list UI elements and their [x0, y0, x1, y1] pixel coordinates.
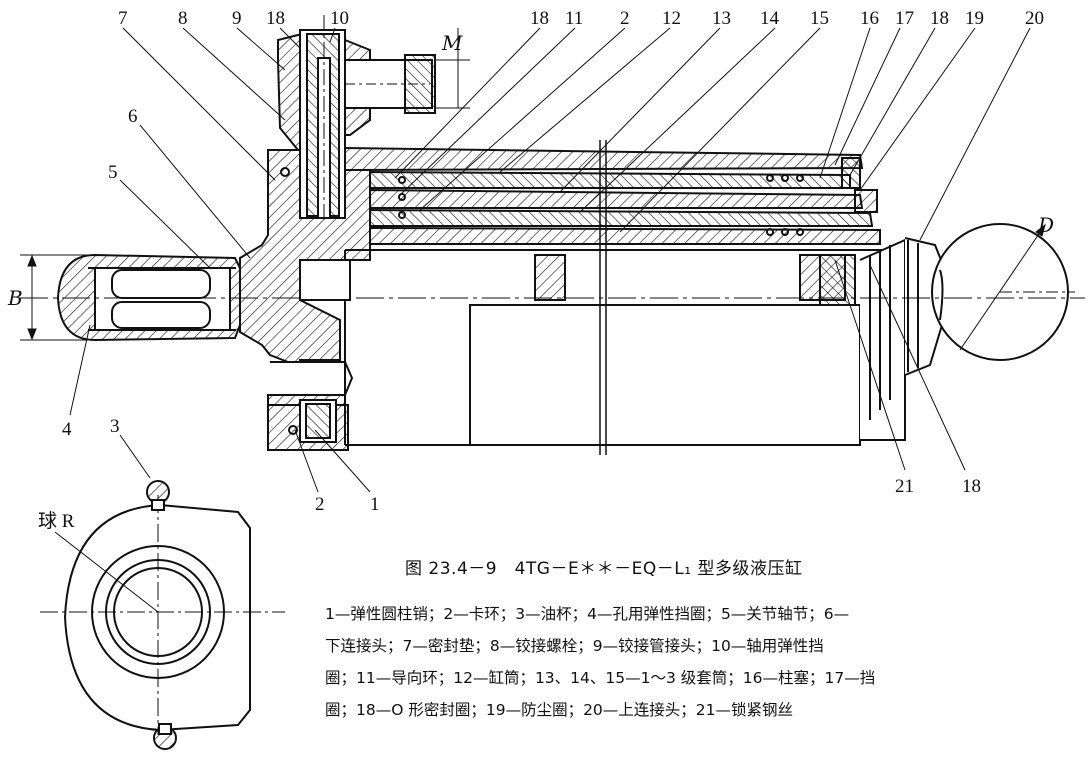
callout-top-12: 12 [662, 8, 681, 29]
callout-top-20: 20 [1025, 8, 1044, 29]
dim-label-b: B [7, 286, 23, 310]
dim-label-d: D [1037, 213, 1054, 237]
callout-bottom-21: 21 [895, 476, 914, 497]
piston-rod [469, 304, 861, 446]
legend-line-3: 圈；11—导向环；12—缸筒；13、14、15—1～3 级套筒；16—柱塞；17… [325, 669, 876, 687]
callout-left-4: 4 [62, 419, 72, 440]
callout-bottom-2: 2 [315, 494, 325, 515]
cylinder-body [20, 15, 1085, 455]
callout-top-2: 2 [620, 8, 630, 29]
legend-line-2: 下连接头；7—密封垫；8—铰接螺栓；9—铰接管接头；10—轴用弹性挡 [325, 637, 824, 655]
ball-radius-label: 球 R [38, 510, 75, 532]
callout-top-13: 13 [712, 8, 731, 29]
callout-top-8: 8 [178, 8, 188, 29]
callout-top-7: 7 [118, 8, 128, 29]
callout-top-11: 11 [565, 8, 583, 29]
oil-cup-top [146, 480, 170, 511]
callout-top-16: 16 [860, 8, 879, 29]
dim-label-m: M [441, 31, 463, 55]
callout-left-5: 5 [108, 162, 118, 183]
cylinder-barrel-wall [344, 146, 864, 172]
callout-top-10: 10 [330, 8, 349, 29]
oil-cup-bottom [153, 723, 177, 750]
side-view [40, 480, 285, 750]
legend-line-1: 1—弹性圆柱销；2—卡环；3—油杯；4—孔用弹性挡圈；5—关节轴节；6— [325, 605, 850, 623]
legend-line-4: 圈；18—O 形密封圈；19—防尘圈；20—上连接头；21—锁紧钢丝 [325, 701, 794, 719]
callout-top-19: 19 [965, 8, 984, 29]
callout-numbers: 7 8 9 18 10 18 11 2 12 13 14 15 16 17 18… [7, 8, 1054, 515]
callout-top-18c: 18 [930, 8, 949, 29]
callout-top-9: 9 [232, 8, 242, 29]
callout-left-3: 3 [110, 416, 120, 437]
callout-top-18b: 18 [530, 8, 549, 29]
callout-top-17: 17 [895, 8, 914, 29]
leader-lines [69, 27, 1031, 493]
callout-left-6: 6 [128, 106, 138, 127]
callout-top-15: 15 [810, 8, 829, 29]
callout-top-14: 14 [760, 8, 780, 29]
callout-top-18a: 18 [266, 8, 285, 29]
figure-legend: 1—弹性圆柱销；2—卡环；3—油杯；4—孔用弹性挡圈；5—关节轴节；6— 下连接… [325, 598, 1085, 726]
callout-bottom-1: 1 [370, 494, 380, 515]
dimension-lines [20, 28, 1075, 351]
callout-bottom-18: 18 [962, 476, 981, 497]
figure-caption: 图 23.4－9 4TG－E＊＊－EQ－L₁ 型多级液压缸 [405, 559, 803, 579]
